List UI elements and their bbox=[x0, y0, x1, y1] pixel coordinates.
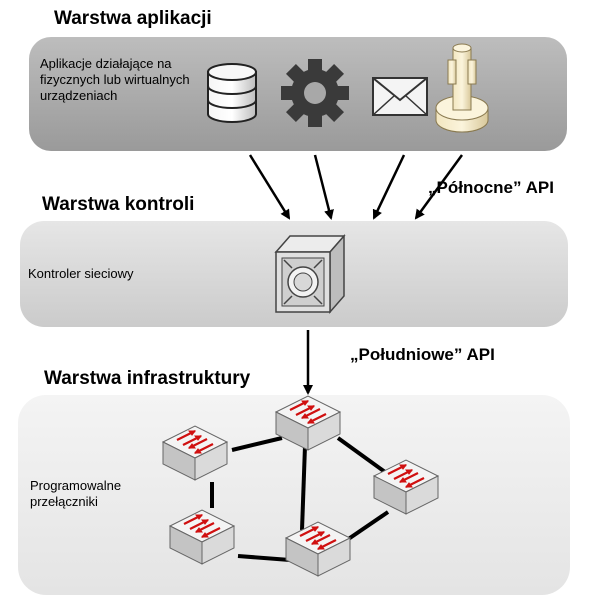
infra-layer-title: Warstwa infrastruktury bbox=[44, 368, 251, 389]
switch-links bbox=[210, 436, 390, 562]
app-layer-description: Aplikacje działające na fizycznych lub w… bbox=[40, 56, 190, 103]
control-layer-title: Warstwa kontroli bbox=[42, 194, 195, 215]
envelope-icon bbox=[372, 77, 428, 116]
database-icon bbox=[207, 63, 257, 123]
network-controller-icon bbox=[274, 234, 346, 314]
tool-icon bbox=[435, 43, 489, 133]
southbound-api-label: „Południowe” API bbox=[350, 345, 495, 364]
northbound-arrows bbox=[248, 154, 464, 220]
gear-icon bbox=[281, 59, 349, 127]
control-layer-description: Kontroler sieciowy bbox=[28, 266, 134, 281]
infra-layer-description: Programowalne przełączniki bbox=[30, 478, 122, 509]
northbound-api-label: „Północne” API bbox=[428, 178, 554, 197]
infra-layer-panel bbox=[18, 395, 570, 595]
app-layer-title: Warstwa aplikacji bbox=[54, 8, 212, 29]
